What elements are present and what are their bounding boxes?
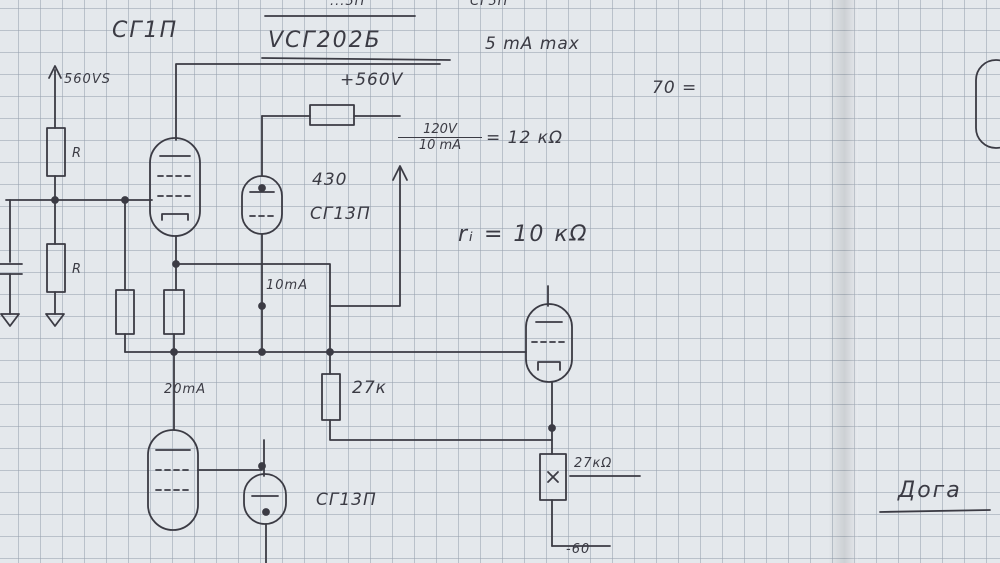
- label-neg-60: -60: [566, 542, 591, 557]
- node-dot-2: [258, 348, 266, 356]
- header-underline: [261, 57, 451, 61]
- ground-symbol-left: [0, 313, 20, 327]
- label-res-r-bottom: R: [72, 262, 83, 277]
- header-cut-1: ...5П: [330, 0, 366, 9]
- label-res-r-top: R: [72, 146, 83, 161]
- label-header-left: СГ1П: [112, 18, 179, 43]
- top-rail: [175, 63, 441, 141]
- label-res-27k-bottom: 27кΩ: [574, 456, 613, 471]
- pentode-upper-cathode: [161, 213, 189, 221]
- pentode-lower-envelope: [147, 429, 199, 531]
- header-cut-2: СГ5П: [470, 0, 509, 9]
- ground-symbol-right: [45, 313, 65, 327]
- label-header-right: 5 mA max: [485, 34, 580, 54]
- label-res-27k-mid: 27к: [352, 378, 387, 398]
- pentode-right-cathode: [537, 361, 561, 371]
- ratio-numerator: 120V: [423, 122, 457, 137]
- mid-box: [175, 263, 331, 353]
- label-supply-top: +560V: [340, 70, 404, 90]
- margin-tube-sketch: [975, 59, 1000, 149]
- label-current-20ma: 20mA: [164, 382, 207, 397]
- supply-arrow-left: [48, 65, 62, 79]
- margin-word-underline: [879, 509, 991, 513]
- label-header-center: VСГ202Б: [268, 28, 382, 53]
- node-dot-9: [258, 462, 266, 470]
- resistor-r-top: [46, 127, 66, 177]
- resistor-left-1: [115, 289, 135, 335]
- resistor-r-bottom: [46, 243, 66, 293]
- notebook-fold: [828, 0, 858, 563]
- pentode-right-envelope: [525, 303, 573, 383]
- label-margin-word: Дога: [898, 478, 962, 503]
- feedback-arrow: [392, 165, 408, 181]
- label-supply-left: 560VS: [64, 72, 111, 87]
- node-dot-6: [172, 260, 180, 268]
- node-dot-5: [51, 196, 59, 204]
- label-tube-sg13p-top: СГ13П: [310, 204, 371, 224]
- node-dot-4: [121, 196, 129, 204]
- node-dot-8: [548, 424, 556, 432]
- ratio-fraction: 120V 10 mA: [398, 122, 482, 153]
- resistor-27k-mid: [321, 373, 341, 421]
- resistor-top: [309, 104, 355, 126]
- ratio-denominator: 10 mA: [398, 137, 482, 153]
- label-note-70: 70 =: [652, 78, 698, 98]
- regulator-tube-lower: [243, 473, 287, 525]
- pentode-upper-envelope: [149, 137, 201, 237]
- wire-27k-bottom: [329, 419, 553, 441]
- label-ri-value: rᵢ = 10 кΩ: [458, 222, 589, 247]
- regulator-upper-anode-dot: [258, 184, 266, 192]
- regulator-lower-cathode-dot: [262, 508, 270, 516]
- resistor-left-2: [163, 289, 185, 335]
- node-dot-1: [170, 348, 178, 356]
- label-ratio-result: = 12 кΩ: [486, 128, 563, 148]
- node-dot-7: [258, 302, 266, 310]
- resistor-27k-right: [539, 453, 567, 501]
- label-tube-sg13p-bottom: СГ13П: [316, 490, 377, 510]
- resistor-27k-mark-2: [547, 471, 559, 483]
- label-current-10ma: 10mA: [266, 278, 309, 293]
- label-regulator-430: 430: [312, 170, 348, 190]
- feedback-wire: [329, 167, 401, 307]
